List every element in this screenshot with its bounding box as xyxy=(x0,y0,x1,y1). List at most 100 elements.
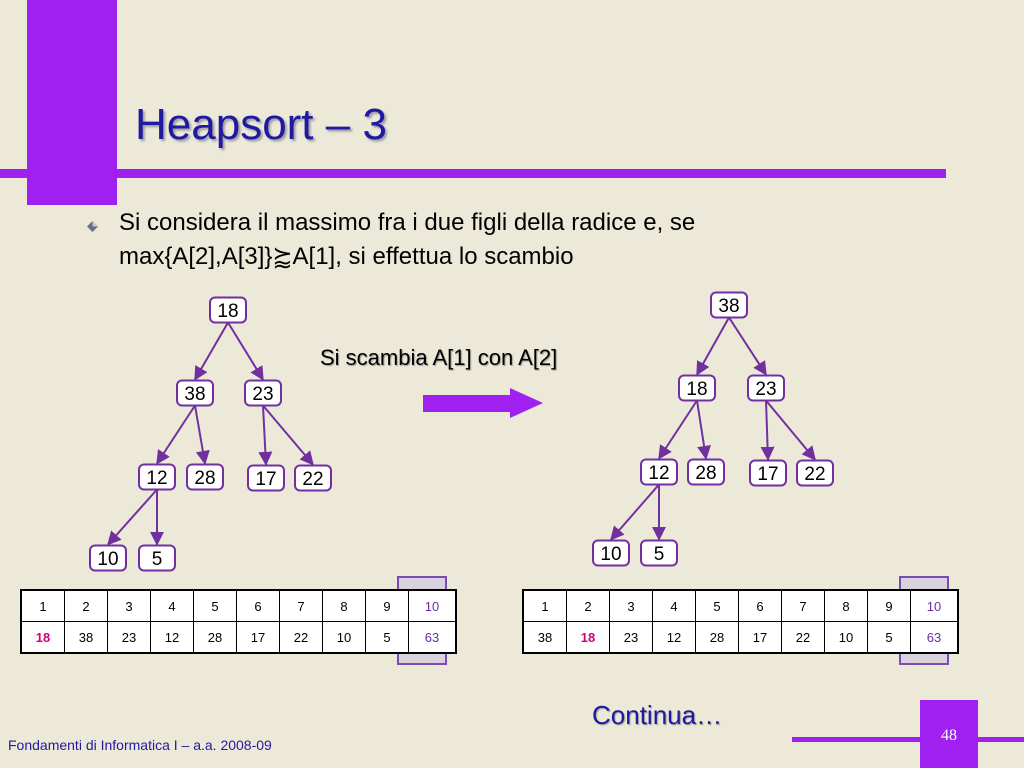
table2-index-cell: 10 xyxy=(910,589,959,622)
table2-value-cell: 17 xyxy=(738,621,782,654)
tree1-node: 18 xyxy=(209,296,247,324)
tree1-edge xyxy=(194,321,229,381)
page-number: 48 xyxy=(941,727,957,744)
swap-arrow-icon xyxy=(423,388,543,418)
tree1-node-value: 17 xyxy=(255,469,276,490)
table1-value-cell: 12 xyxy=(150,621,194,654)
tree2-node-value: 5 xyxy=(654,544,665,565)
tree2-node: 12 xyxy=(640,458,678,486)
tree1-node: 38 xyxy=(176,379,214,407)
table2-index-cell: 4 xyxy=(652,589,696,622)
tree2-node: 23 xyxy=(747,374,785,402)
table1-value-cell: 23 xyxy=(107,621,151,654)
table1-index-cell: 6 xyxy=(236,589,280,622)
table2-index-cell: 2 xyxy=(566,589,610,622)
tree2-node: 38 xyxy=(710,291,748,319)
table1-value-cell: 18 xyxy=(20,621,65,654)
table2-value-cell: 63 xyxy=(910,621,959,654)
footer-line xyxy=(792,737,1024,742)
table2-value-cell: 28 xyxy=(695,621,739,654)
tree2-edge xyxy=(760,400,775,461)
table1-index-cell: 5 xyxy=(193,589,237,622)
table1-value-cell: 10 xyxy=(322,621,366,654)
table1-value-cell: 5 xyxy=(365,621,409,654)
table1-index-cell: 7 xyxy=(279,589,323,622)
tree2-node: 28 xyxy=(687,458,725,486)
tree1-node: 22 xyxy=(294,464,332,492)
tree1-node-value: 28 xyxy=(194,468,215,489)
table2-value-cell: 12 xyxy=(652,621,696,654)
tree1-node: 23 xyxy=(244,379,282,407)
tree2-node: 17 xyxy=(749,459,787,487)
table2-value-cell: 22 xyxy=(781,621,825,654)
table2-value-cell: 23 xyxy=(609,621,653,654)
tree1-edge xyxy=(262,404,314,466)
tree2-node: 10 xyxy=(592,539,630,567)
table1-index-cell: 8 xyxy=(322,589,366,622)
tree1-node: 28 xyxy=(186,463,224,491)
table1-value-cell: 28 xyxy=(193,621,237,654)
table1-index-cell: 3 xyxy=(107,589,151,622)
tree2-edge xyxy=(696,400,711,460)
tree2-node-value: 17 xyxy=(757,464,778,485)
table1-value-cell: 38 xyxy=(64,621,108,654)
table1-index-cell: 2 xyxy=(64,589,108,622)
tree1-node-value: 22 xyxy=(302,469,323,490)
tree2-node: 22 xyxy=(796,459,834,487)
tree2-node-value: 10 xyxy=(600,544,621,565)
tree1-node-value: 12 xyxy=(146,468,167,489)
slide-title: Heapsort – 3 xyxy=(135,100,387,149)
table1-index-cell: 1 xyxy=(20,589,65,622)
table2-index-cell: 7 xyxy=(781,589,825,622)
table1-value-cell: 22 xyxy=(279,621,323,654)
tree2-node-value: 12 xyxy=(648,463,669,484)
tree2-edge xyxy=(728,316,767,376)
table1-value-cell: 63 xyxy=(408,621,457,654)
table2-index-cell: 6 xyxy=(738,589,782,622)
tree1-node: 5 xyxy=(138,544,176,572)
table2-value-cell: 38 xyxy=(522,621,567,654)
tree1-edge xyxy=(156,404,196,465)
table2-index-cell: 1 xyxy=(522,589,567,622)
tree1-edge xyxy=(227,321,264,381)
continue-link[interactable]: Continua… xyxy=(592,700,723,730)
tree1-edge xyxy=(107,488,158,546)
title-underline xyxy=(0,169,946,178)
bullet-text-line1: Si considera il massimo fra i due figli … xyxy=(119,209,696,236)
table2-index-cell: 3 xyxy=(609,589,653,622)
tree2-edge xyxy=(765,399,816,461)
table2-index-cell: 5 xyxy=(695,589,739,622)
tree2-node: 5 xyxy=(640,539,678,567)
tree1-node-value: 5 xyxy=(152,549,163,570)
tree1-edge xyxy=(258,405,273,466)
footer-text: Fondamenti di Informatica I – a.a. 2008-… xyxy=(8,737,272,753)
tree2-node-value: 28 xyxy=(695,463,716,484)
table2-index-cell: 8 xyxy=(824,589,868,622)
table1-index-cell: 10 xyxy=(408,589,457,622)
tree1-node: 12 xyxy=(138,463,176,491)
tree1-node-value: 23 xyxy=(252,384,273,405)
tree2-node-value: 22 xyxy=(804,464,825,485)
bullet-text-line2: max{A[2],A[3]}⪸A[1], si effettua lo scam… xyxy=(119,243,574,270)
tree2-edge xyxy=(610,483,660,541)
tree2-node-value: 23 xyxy=(755,379,776,400)
table2-value-cell: 5 xyxy=(867,621,911,654)
table1-index-cell: 4 xyxy=(150,589,194,622)
table2-index-cell: 9 xyxy=(867,589,911,622)
table2-value-cell: 10 xyxy=(824,621,868,654)
tree2-edge xyxy=(658,399,698,460)
tree1-node: 10 xyxy=(89,544,127,572)
table2-value-cell: 18 xyxy=(566,621,610,654)
tree2-edge xyxy=(696,317,730,376)
tree2-node-value: 38 xyxy=(718,296,739,317)
table1-value-cell: 17 xyxy=(236,621,280,654)
tree1-node-value: 38 xyxy=(184,384,205,405)
tree2-node-value: 18 xyxy=(686,379,707,400)
tree1-node: 17 xyxy=(247,464,285,492)
bullet-icon xyxy=(87,221,98,232)
table1-index-cell: 9 xyxy=(365,589,409,622)
page-number-box xyxy=(920,700,978,768)
